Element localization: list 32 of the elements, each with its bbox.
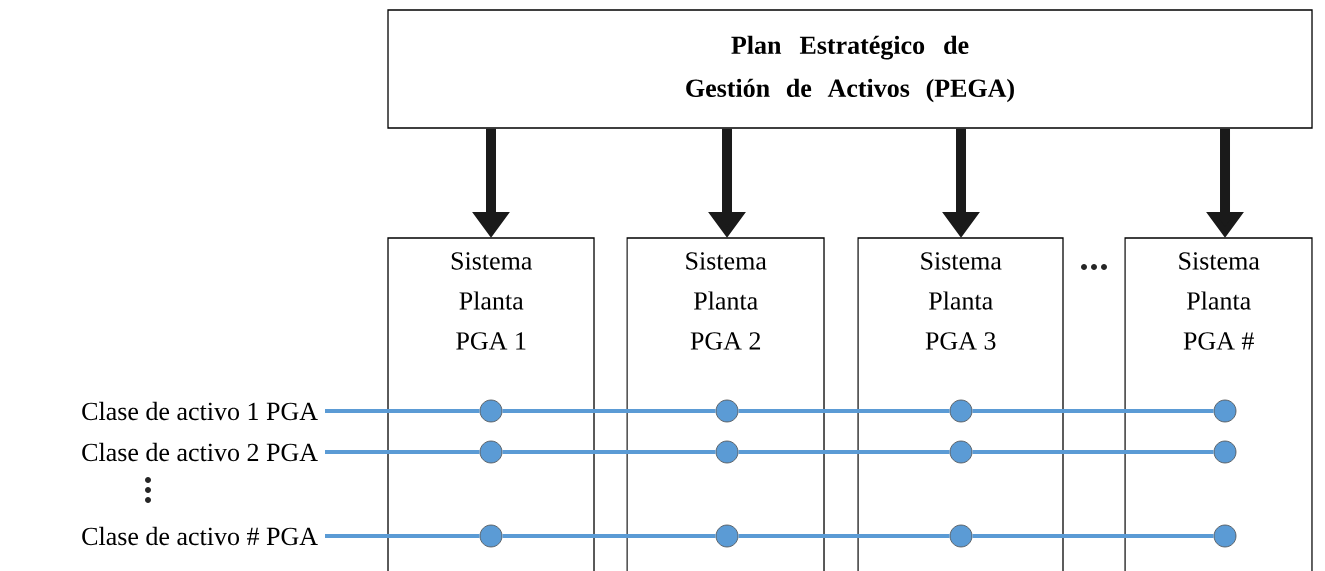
connector-line xyxy=(738,534,950,538)
connector-line xyxy=(502,534,716,538)
dot xyxy=(479,440,503,464)
connector-line xyxy=(502,450,716,454)
system-box: Sistema Planta PGA 1 xyxy=(387,237,595,571)
dot xyxy=(1213,440,1237,464)
connector-line xyxy=(325,534,480,538)
row-label: Clase de activo 2 PGA xyxy=(82,442,318,462)
dot xyxy=(715,399,739,423)
connector-line xyxy=(502,409,716,413)
dot xyxy=(479,524,503,548)
connector-line xyxy=(325,409,480,413)
row-label: Clase de activo 1 PGA xyxy=(82,401,318,421)
dot xyxy=(1213,524,1237,548)
connector-line xyxy=(738,409,950,413)
connector-line xyxy=(325,450,480,454)
dot xyxy=(479,399,503,423)
heading-box: Plan Estratégico de Gestión de Activos (PEGA) xyxy=(387,9,1313,129)
dot xyxy=(1213,399,1237,423)
connector-line xyxy=(972,450,1214,454)
dot xyxy=(949,524,973,548)
dot xyxy=(949,440,973,464)
dot xyxy=(715,524,739,548)
system-box: Sistema Planta PGA 3 xyxy=(857,237,1064,571)
connector-line xyxy=(972,409,1214,413)
row-label: Clase de activo # PGA xyxy=(82,526,318,546)
connector-line xyxy=(972,534,1214,538)
system-box: Sistema Planta PGA # xyxy=(1124,237,1313,571)
system-box: Sistema Planta PGA 2 xyxy=(626,237,825,571)
dot xyxy=(715,440,739,464)
dot xyxy=(949,399,973,423)
connector-line xyxy=(738,450,950,454)
